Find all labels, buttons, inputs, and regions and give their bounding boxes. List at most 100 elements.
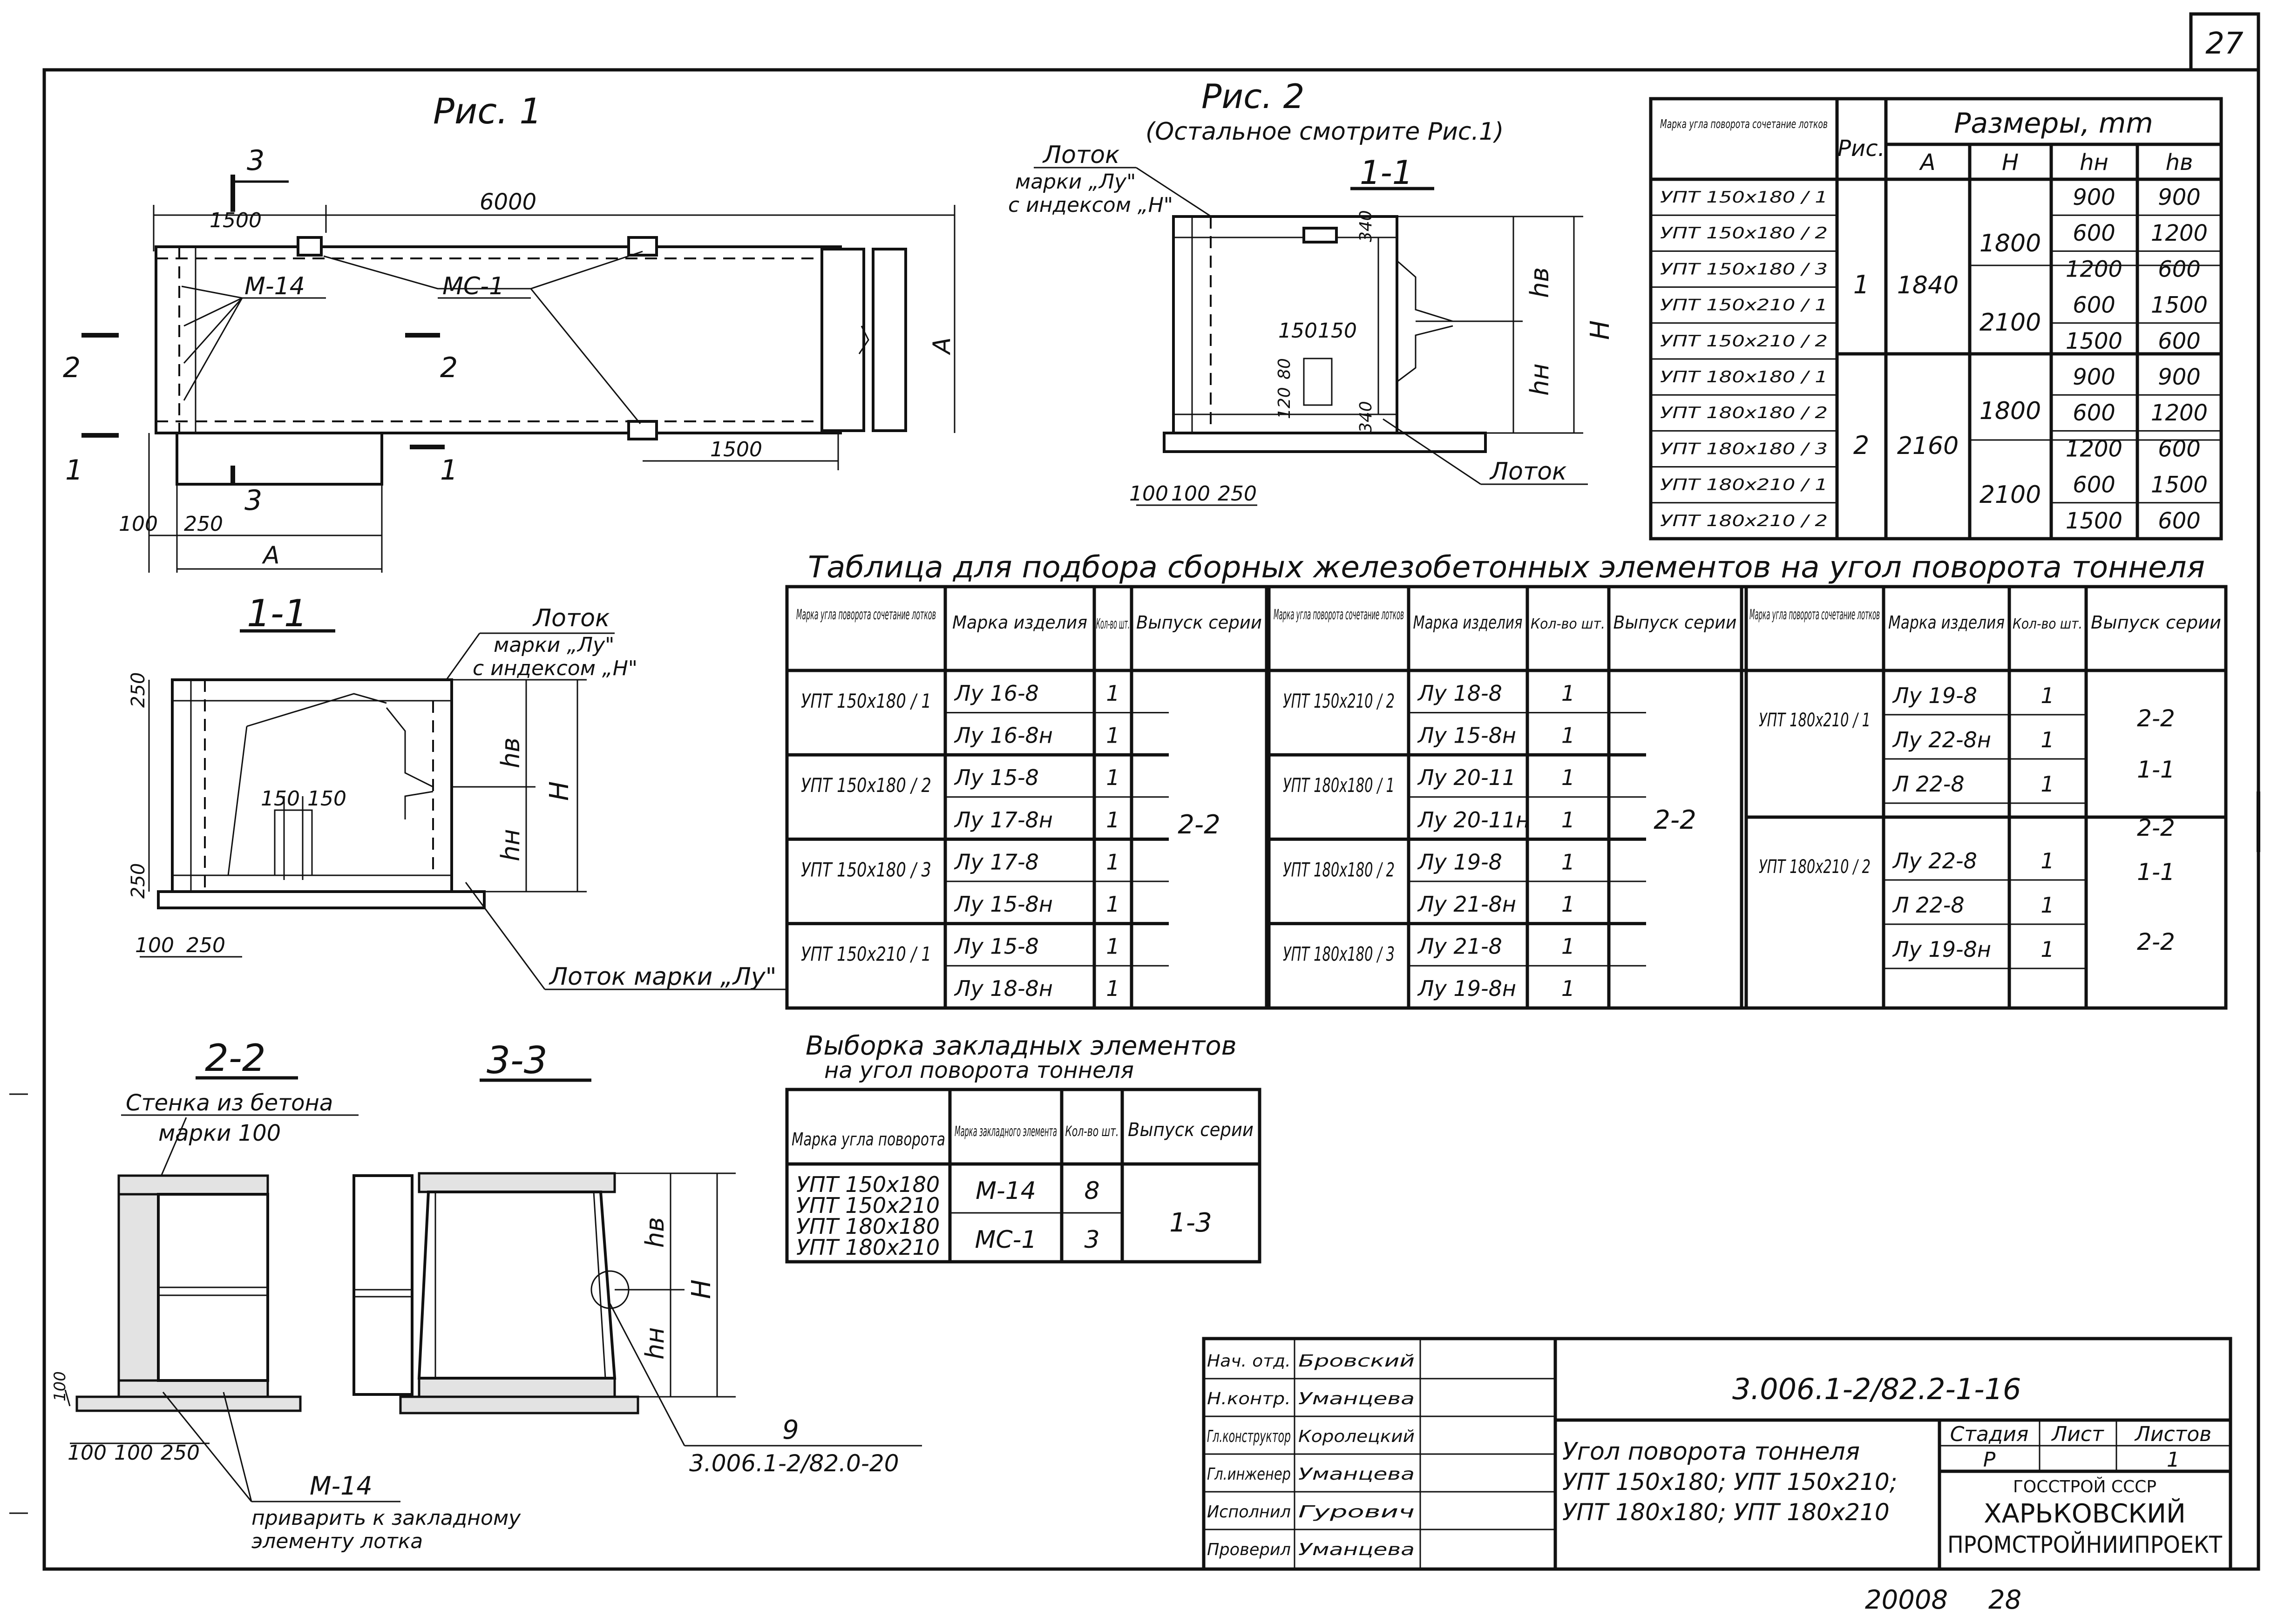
sizes-row-hn: 900 — [2073, 184, 2115, 210]
sel-row-item: Лу 15-8 — [954, 934, 1039, 959]
fig2-subtitle: (Остальное смотрите Рис.1) — [1146, 118, 1504, 146]
sizes-row-mark: УПТ 180х180 / 2 — [1660, 404, 1828, 422]
sizes-row-hv: 900 — [2158, 184, 2201, 210]
sel-row-item: Лу 21-8 — [1417, 934, 1502, 959]
emb-element-2: МС-1 — [975, 1226, 1037, 1254]
sizes-row-mark: УПТ 150х180 / 3 — [1660, 260, 1828, 278]
s11-dim-250a: 250 — [128, 672, 149, 708]
s33-dim-hn: hн — [640, 1327, 670, 1360]
sel-row-qty: 1 — [1106, 807, 1119, 832]
tb-org-2: ХАРЬКОВСКИЙ — [1984, 1498, 2186, 1529]
s22-wall-note-1: Стенка из бетона — [126, 1090, 333, 1116]
s22-weld-note-2: элементу лотка — [251, 1529, 423, 1553]
sel-row-qty: 1 — [1561, 934, 1575, 959]
s11-title: 1-1 — [247, 592, 308, 635]
tb-org-3: ПРОМСТРОЙНИИПРОЕКТ — [1947, 1531, 2222, 1558]
sizes-row-mark: УПТ 180х210 / 1 — [1660, 476, 1828, 494]
emb-series: 1-3 — [1169, 1208, 1212, 1238]
sel-row-series: 2-2 — [2137, 814, 2175, 841]
sel-row-mark: УПТ 150х210 / 1 — [801, 943, 931, 966]
sel-row-qty: 1 — [2041, 848, 2054, 873]
sizes-row-hn: 1200 — [2066, 436, 2122, 462]
bottom-page: 28 — [1988, 1585, 2021, 1615]
s11-dim-hv: hв — [496, 738, 525, 768]
s11-dim-250b: 250 — [128, 863, 149, 899]
tb-name: Уманцева — [1298, 1389, 1415, 1408]
sizes-group2-fig: 2 — [1853, 431, 1869, 460]
tb-role: Проверил — [1207, 1540, 1291, 1559]
emb-h-element: Марка закладного элемента — [955, 1123, 1057, 1140]
tb-code: 3.006.1-2/82.2-1-16 — [1732, 1372, 2021, 1406]
sel-row-mark: УПТ 180х180 / 2 — [1283, 858, 1395, 881]
sizes-row-hv: 600 — [2158, 256, 2201, 282]
sel-row-item: Лу 17-8н — [954, 807, 1053, 832]
sel-row-item: Лу 20-11 — [1417, 765, 1516, 790]
sel-row-qty: 1 — [2041, 727, 2054, 752]
tb-stage: Р — [1983, 1448, 1996, 1472]
tb-sheets-label: Листов — [2134, 1422, 2211, 1446]
fig2-dim-120: 120 — [1275, 387, 1294, 419]
emb-mark-3: УПТ 180х180 — [796, 1214, 940, 1239]
bottom-code: 20008 — [1865, 1585, 1948, 1615]
sel-h3-series: Выпуск серии — [2091, 612, 2221, 633]
sel-row-qty: 1 — [1106, 849, 1119, 874]
sel-row-series: 2-2 — [2137, 928, 2175, 955]
emb-mark-4: УПТ 180х210 — [796, 1235, 940, 1260]
sizes-row-mark: УПТ 150х210 / 1 — [1660, 296, 1828, 315]
fig2-dim-hv: hв — [1525, 267, 1554, 298]
sel-h1-mark: Марка угла поворота сочетание лотков — [796, 607, 936, 623]
sel-row-qty: 1 — [2041, 771, 2054, 797]
sel-title: Таблица для подбора сборных железобетонн… — [808, 550, 2205, 585]
fig2-tray-bottom: Лоток — [1489, 458, 1567, 486]
sizes-h-fig: Рис. — [1837, 135, 1885, 162]
sel-row-qty: 1 — [1561, 681, 1575, 706]
section-1-1: 1-1 Лоток марки „Лу" с индексом „Н" 150 … — [128, 592, 787, 991]
sel-h1-qty: Кол-во шт. — [1096, 616, 1130, 632]
tb-sheets: 1 — [2167, 1448, 2180, 1472]
fig1-cut-2-left: 2 — [63, 352, 81, 384]
fig2-dim-80: 80 — [1275, 358, 1294, 379]
tb-role: Исполнил — [1207, 1502, 1291, 1522]
sel-row-qty: 1 — [1561, 723, 1575, 748]
fig2: Рис. 2 (Остальное смотрите Рис.1) 1-1 Ло… — [1008, 77, 1615, 506]
sel-row-mark: УПТ 180х180 / 1 — [1283, 774, 1395, 797]
tb-stage-label: Стадия — [1950, 1422, 2029, 1446]
sel-row-item: Лу 19-8 — [1417, 849, 1502, 874]
sel-row-item: Лу 19-8н — [1417, 976, 1516, 1001]
s22-title: 2-2 — [205, 1036, 266, 1080]
sizes-group1-fig: 1 — [1853, 270, 1869, 299]
sel-h2-series: Выпуск серии — [1613, 612, 1737, 633]
sizes-row-mark: УПТ 150х180 / 1 — [1660, 188, 1828, 207]
sel-row-mark: УПТ 180х210 / 1 — [1759, 710, 1871, 731]
tb-name-1: Угол поворота тоннеля — [1562, 1438, 1860, 1466]
sheet-number-box — [2189, 12, 2260, 72]
sel-row-qty: 1 — [2041, 683, 2054, 708]
sizes-row-hv: 1200 — [2151, 400, 2208, 426]
sel-row-mark: УПТ 150х180 / 1 — [801, 690, 931, 712]
tb-name: Гурович — [1298, 1502, 1415, 1522]
emb-qty-2: 3 — [1084, 1226, 1099, 1254]
tb-name: Уманцева — [1298, 1465, 1415, 1484]
sel-row-mark: УПТ 150х180 / 3 — [801, 858, 931, 881]
sizes-h-hv: hв — [2166, 149, 2193, 176]
sel-h2-item: Марка изделия — [1413, 612, 1523, 633]
tb-role: Гл.инженер — [1207, 1465, 1291, 1484]
s33-title: 3-3 — [487, 1039, 548, 1082]
sel-row-mark: УПТ 150х180 / 2 — [801, 774, 931, 797]
sizes-row-hv: 900 — [2158, 364, 2201, 390]
s11-tray-note-1: Лоток — [532, 604, 610, 632]
fig1-dim-right: 1500 — [710, 438, 762, 461]
sizes-h-A: А — [1919, 149, 1936, 176]
sizes-group1-A: 1840 — [1897, 271, 1959, 299]
title-block: Нач. отд.БровскийН.контр.УманцеваГл.конс… — [1202, 1337, 2232, 1571]
s11-dim-H: Н — [544, 781, 575, 801]
sel-row-qty: 1 — [1561, 765, 1575, 790]
s11-dim-150b: 150 — [307, 787, 346, 811]
sel-row-item: Л 22-8 — [1892, 893, 1965, 918]
sel-h3-qty: Кол-во шт. — [2013, 616, 2082, 632]
emb-title-1: Выборка закладных элементов — [806, 1031, 1237, 1061]
emb-h-mark: Марка угла поворота — [792, 1129, 945, 1150]
s11-tray-note-2: марки „Лу" — [494, 633, 614, 657]
sizes-h-H: Н — [2002, 149, 2019, 176]
